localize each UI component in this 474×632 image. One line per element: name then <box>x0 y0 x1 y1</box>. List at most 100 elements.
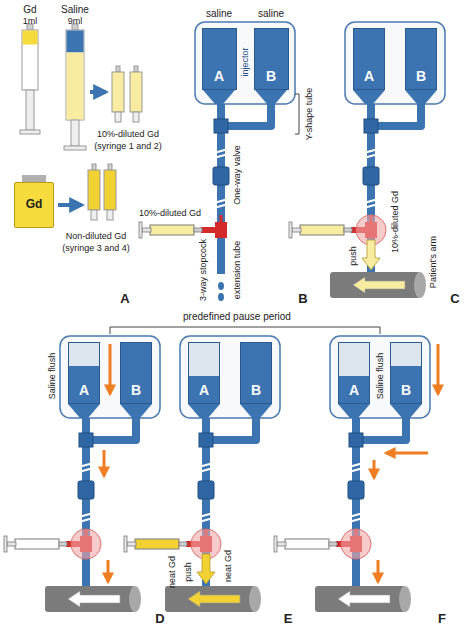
syringe-thumb <box>64 146 86 150</box>
injector-rig <box>330 336 430 588</box>
syringe-barrel <box>112 72 124 112</box>
syringe <box>289 222 352 238</box>
injector-chamber: salineB <box>254 28 289 90</box>
volume-label: 1ml <box>23 17 38 26</box>
injector-chamber: B <box>390 342 422 404</box>
stopcock-highlight <box>71 529 101 559</box>
flow-arrow <box>437 344 440 394</box>
flow-arrow <box>68 591 120 607</box>
injector-rig <box>195 22 295 274</box>
panel-letter: A <box>120 292 129 305</box>
chamber-letter: A <box>199 383 209 398</box>
syringe-label: neat Gd <box>224 550 233 582</box>
patient-arm <box>315 586 411 612</box>
action-label: Saline flush <box>48 353 57 400</box>
syringe-plunger <box>115 112 121 122</box>
chamber-letter: A <box>364 69 374 84</box>
part-label: Patient's arm <box>429 236 438 288</box>
panel-b <box>139 22 299 301</box>
chamber-heading: saline <box>206 8 232 20</box>
part-label: One-way valve <box>233 145 242 205</box>
syringe <box>274 536 337 552</box>
panel-letter: D <box>155 612 164 625</box>
bracket <box>110 327 380 334</box>
syringe <box>139 222 202 238</box>
syringe-label: Non-diluted Gd <box>66 232 127 241</box>
panel-letter: E <box>284 612 293 625</box>
panel-letter: B <box>298 292 307 305</box>
injector-chamber: A <box>68 342 100 404</box>
syringe-barrel <box>22 30 38 90</box>
part-label: 3-way stopcock <box>199 239 208 301</box>
flow-arrow <box>188 591 240 607</box>
injector-rig <box>180 336 280 588</box>
syringe-tip <box>134 66 138 72</box>
vial-label: Gd <box>26 198 43 211</box>
chamber-letter: A <box>349 383 359 398</box>
patient-arm <box>165 586 261 612</box>
syringe-plunger <box>133 112 139 122</box>
injector-chamber: B <box>240 342 272 404</box>
arrow <box>90 90 106 94</box>
syringe-plunger <box>107 210 113 220</box>
flow-arrow <box>109 344 112 394</box>
syringe-label: 10%-diluted Gd <box>97 130 159 139</box>
action-label: Saline flush <box>376 353 385 400</box>
stopcock-highlight <box>341 529 371 559</box>
panel-letter: F <box>438 612 446 625</box>
syringe-barrel <box>66 30 84 120</box>
gd-fluid <box>23 31 38 45</box>
injector-chamber: salineA <box>202 28 237 90</box>
syringe-label: Gd <box>23 5 36 15</box>
syringe-barrel <box>130 72 142 112</box>
chamber-letter: A <box>214 69 224 84</box>
part-label: extension tube <box>233 241 242 300</box>
panel-d <box>4 336 160 612</box>
patient-arm <box>330 272 426 298</box>
syringe-plunger <box>26 90 34 130</box>
flow-arrow <box>373 460 376 478</box>
action-label: push <box>184 562 193 582</box>
chamber-heading: saline <box>258 8 284 20</box>
push-arrow <box>362 240 380 270</box>
part-label: injector <box>241 47 250 76</box>
syringe-tip <box>116 66 120 72</box>
chamber-letter: B <box>131 383 141 398</box>
part-label: Y-shape tube <box>305 88 314 141</box>
flow-arrow <box>103 450 106 476</box>
flow-arrow <box>353 277 405 293</box>
mixed-fluid <box>67 53 84 120</box>
panel-f <box>274 336 438 612</box>
period-label: predefined pause period <box>180 312 294 322</box>
drop <box>218 293 224 301</box>
panel-letter: C <box>450 292 459 305</box>
syringe-thumb <box>20 130 40 134</box>
drop <box>218 282 224 290</box>
chamber-letter: B <box>416 69 426 84</box>
chamber-letter: B <box>401 383 411 398</box>
syringe-note: (syringe 1 and 2) <box>94 142 162 151</box>
syringe-label: 10%-diluted Gd <box>139 209 201 218</box>
injector-chamber: B <box>405 28 437 90</box>
injector-chamber: A <box>338 342 370 404</box>
syringe-tip <box>108 164 112 170</box>
syringe-barrel <box>104 170 116 210</box>
arrow <box>58 203 82 207</box>
flow-arrow <box>377 560 380 582</box>
bracket <box>295 94 299 134</box>
patient-arm <box>45 586 141 612</box>
syringe <box>4 536 67 552</box>
syringe-plunger <box>71 120 79 146</box>
flow-arrow <box>386 452 428 455</box>
panel-c <box>289 22 445 298</box>
gd-vial: Gd <box>14 182 54 228</box>
push-arrow <box>197 554 215 584</box>
syringe <box>124 536 187 552</box>
flow-arrow <box>107 560 110 582</box>
injector-rig <box>60 336 160 588</box>
syringe-label: neat Gd <box>168 556 177 588</box>
syringe-tip <box>92 164 96 170</box>
injector-chamber: A <box>353 28 385 90</box>
volume-label: 9ml <box>68 17 83 26</box>
